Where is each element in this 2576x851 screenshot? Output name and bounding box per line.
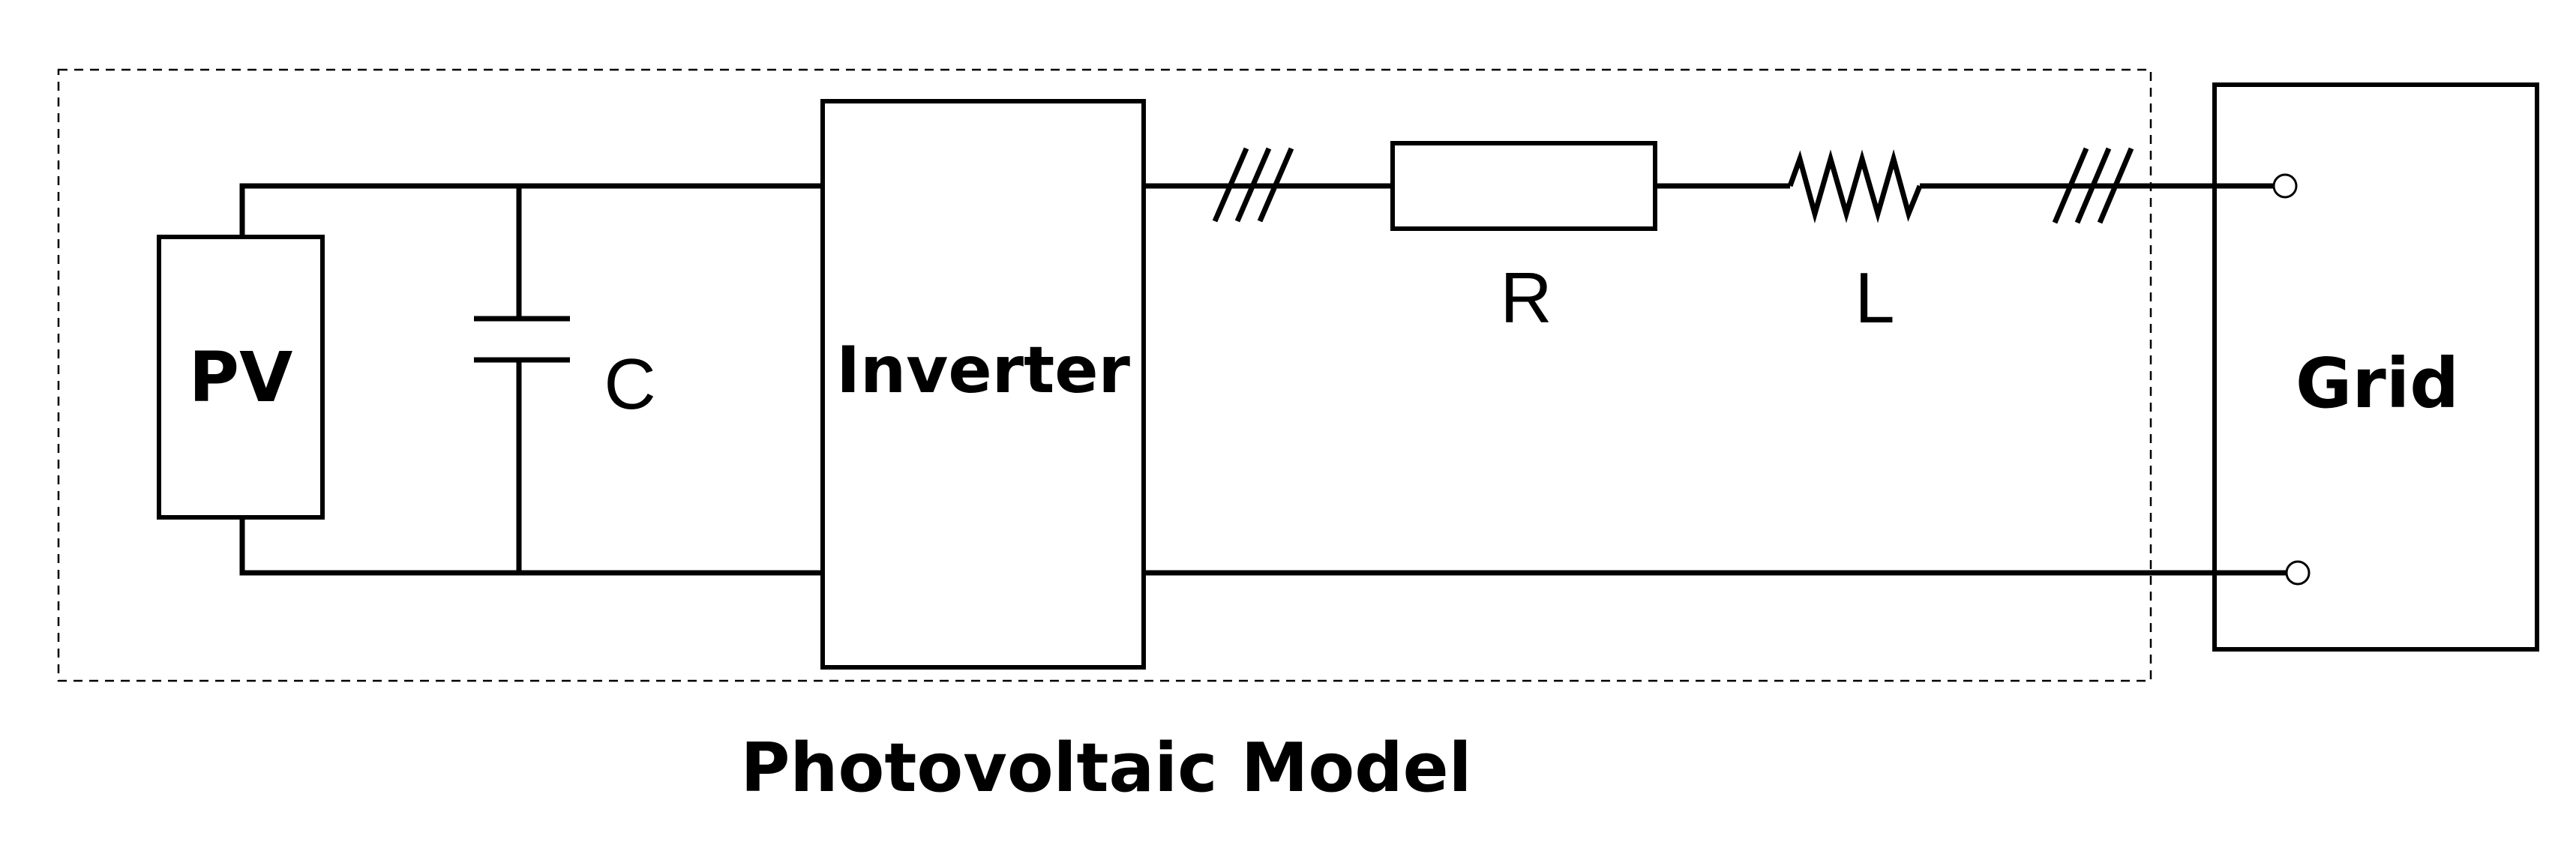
- resistor-label: R: [1500, 258, 1552, 338]
- pv-label: PV: [189, 337, 293, 418]
- model-title: Photovoltaic Model: [740, 729, 1471, 808]
- inverter-block: [820, 99, 1146, 670]
- photovoltaic-model-boundary: [57, 68, 2152, 682]
- inductor: [1787, 149, 1923, 223]
- resistor: [1390, 141, 1657, 231]
- grid-block: [2212, 82, 2539, 652]
- wire-pv-bottom: [239, 517, 823, 576]
- three-phase-marker-right: [2052, 147, 2134, 224]
- grid-label: Grid: [2296, 343, 2459, 424]
- inductor-label: L: [1855, 258, 1894, 338]
- inverter-label: Inverter: [836, 333, 1130, 408]
- grid-terminal-bottom: [2285, 560, 2311, 586]
- wire-pv-top: [239, 183, 825, 237]
- capacitor-label: C: [604, 344, 655, 424]
- three-phase-marker-left: [1212, 147, 1294, 223]
- grid-terminal-top: [2272, 173, 2298, 199]
